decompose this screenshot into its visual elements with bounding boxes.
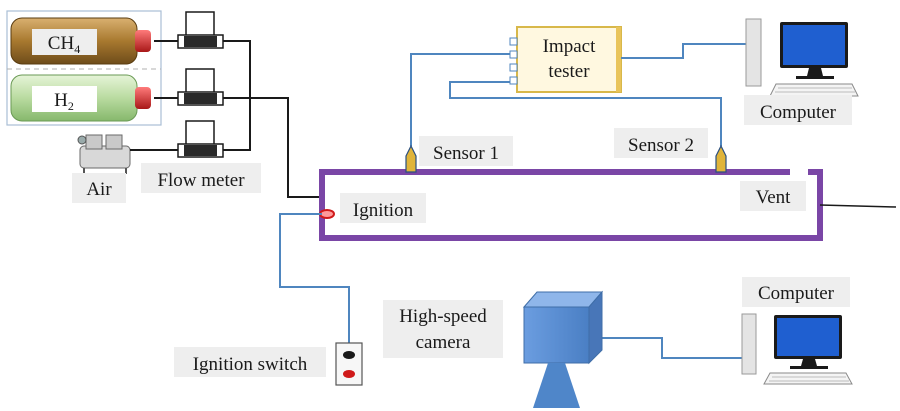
gas-supply-pipe [223, 40, 322, 198]
camera-label-line2: camera [416, 332, 471, 353]
computer-top-label: Computer [760, 102, 837, 123]
sensor-signal-wires [410, 43, 746, 146]
h2-label: H2 [54, 90, 74, 113]
keyboard [763, 372, 853, 385]
sensor-1: Sensor 1 [405, 136, 513, 173]
air-compressor: Air [72, 134, 131, 203]
ch4-cylinder: CH4 [10, 17, 151, 65]
flow-meter-1 [154, 11, 224, 49]
sensor-1-label: Sensor 1 [433, 143, 499, 164]
ignition-switch: Ignition switch [174, 213, 363, 386]
computer-bottom: Computer [741, 277, 853, 385]
sensor-2: Sensor 2 [614, 128, 727, 173]
h2-valve [135, 87, 151, 109]
vent-pipe [819, 204, 897, 208]
computer-top: Computer [744, 18, 859, 125]
camera-label-line1: High-speed [399, 306, 487, 327]
ignition-electrode: Ignition [319, 193, 426, 223]
flow-meter-2 [154, 68, 224, 106]
high-speed-camera: High-speed camera [383, 290, 742, 408]
sensor-2-label: Sensor 2 [628, 135, 694, 156]
computer-bottom-label: Computer [758, 283, 835, 304]
camera-lens-mount [533, 363, 580, 408]
ch4-label: CH4 [48, 33, 80, 56]
flow-meter-3 [130, 120, 224, 158]
switch-black-button [343, 351, 355, 359]
ignition-label: Ignition [353, 200, 414, 221]
combustion-chamber [319, 169, 897, 241]
svg-text:Impact: Impact [543, 36, 596, 57]
tower-pc [741, 313, 757, 375]
h2-cylinder: H2 [10, 74, 151, 122]
svg-text:Flow meter: Flow meter [157, 170, 245, 191]
tower-pc [745, 18, 762, 87]
ch4-valve [135, 30, 151, 52]
vent-label: Vent [756, 187, 792, 208]
vent: Vent [740, 181, 806, 211]
impact-tester: Impact tester [509, 26, 622, 93]
air-label: Air [86, 179, 112, 200]
svg-text:tester: tester [548, 61, 590, 82]
flow-meter-label: Flow meter [141, 163, 261, 193]
switch-red-button [343, 370, 355, 378]
ignition-switch-label: Ignition switch [193, 354, 308, 375]
keyboard [769, 83, 859, 97]
